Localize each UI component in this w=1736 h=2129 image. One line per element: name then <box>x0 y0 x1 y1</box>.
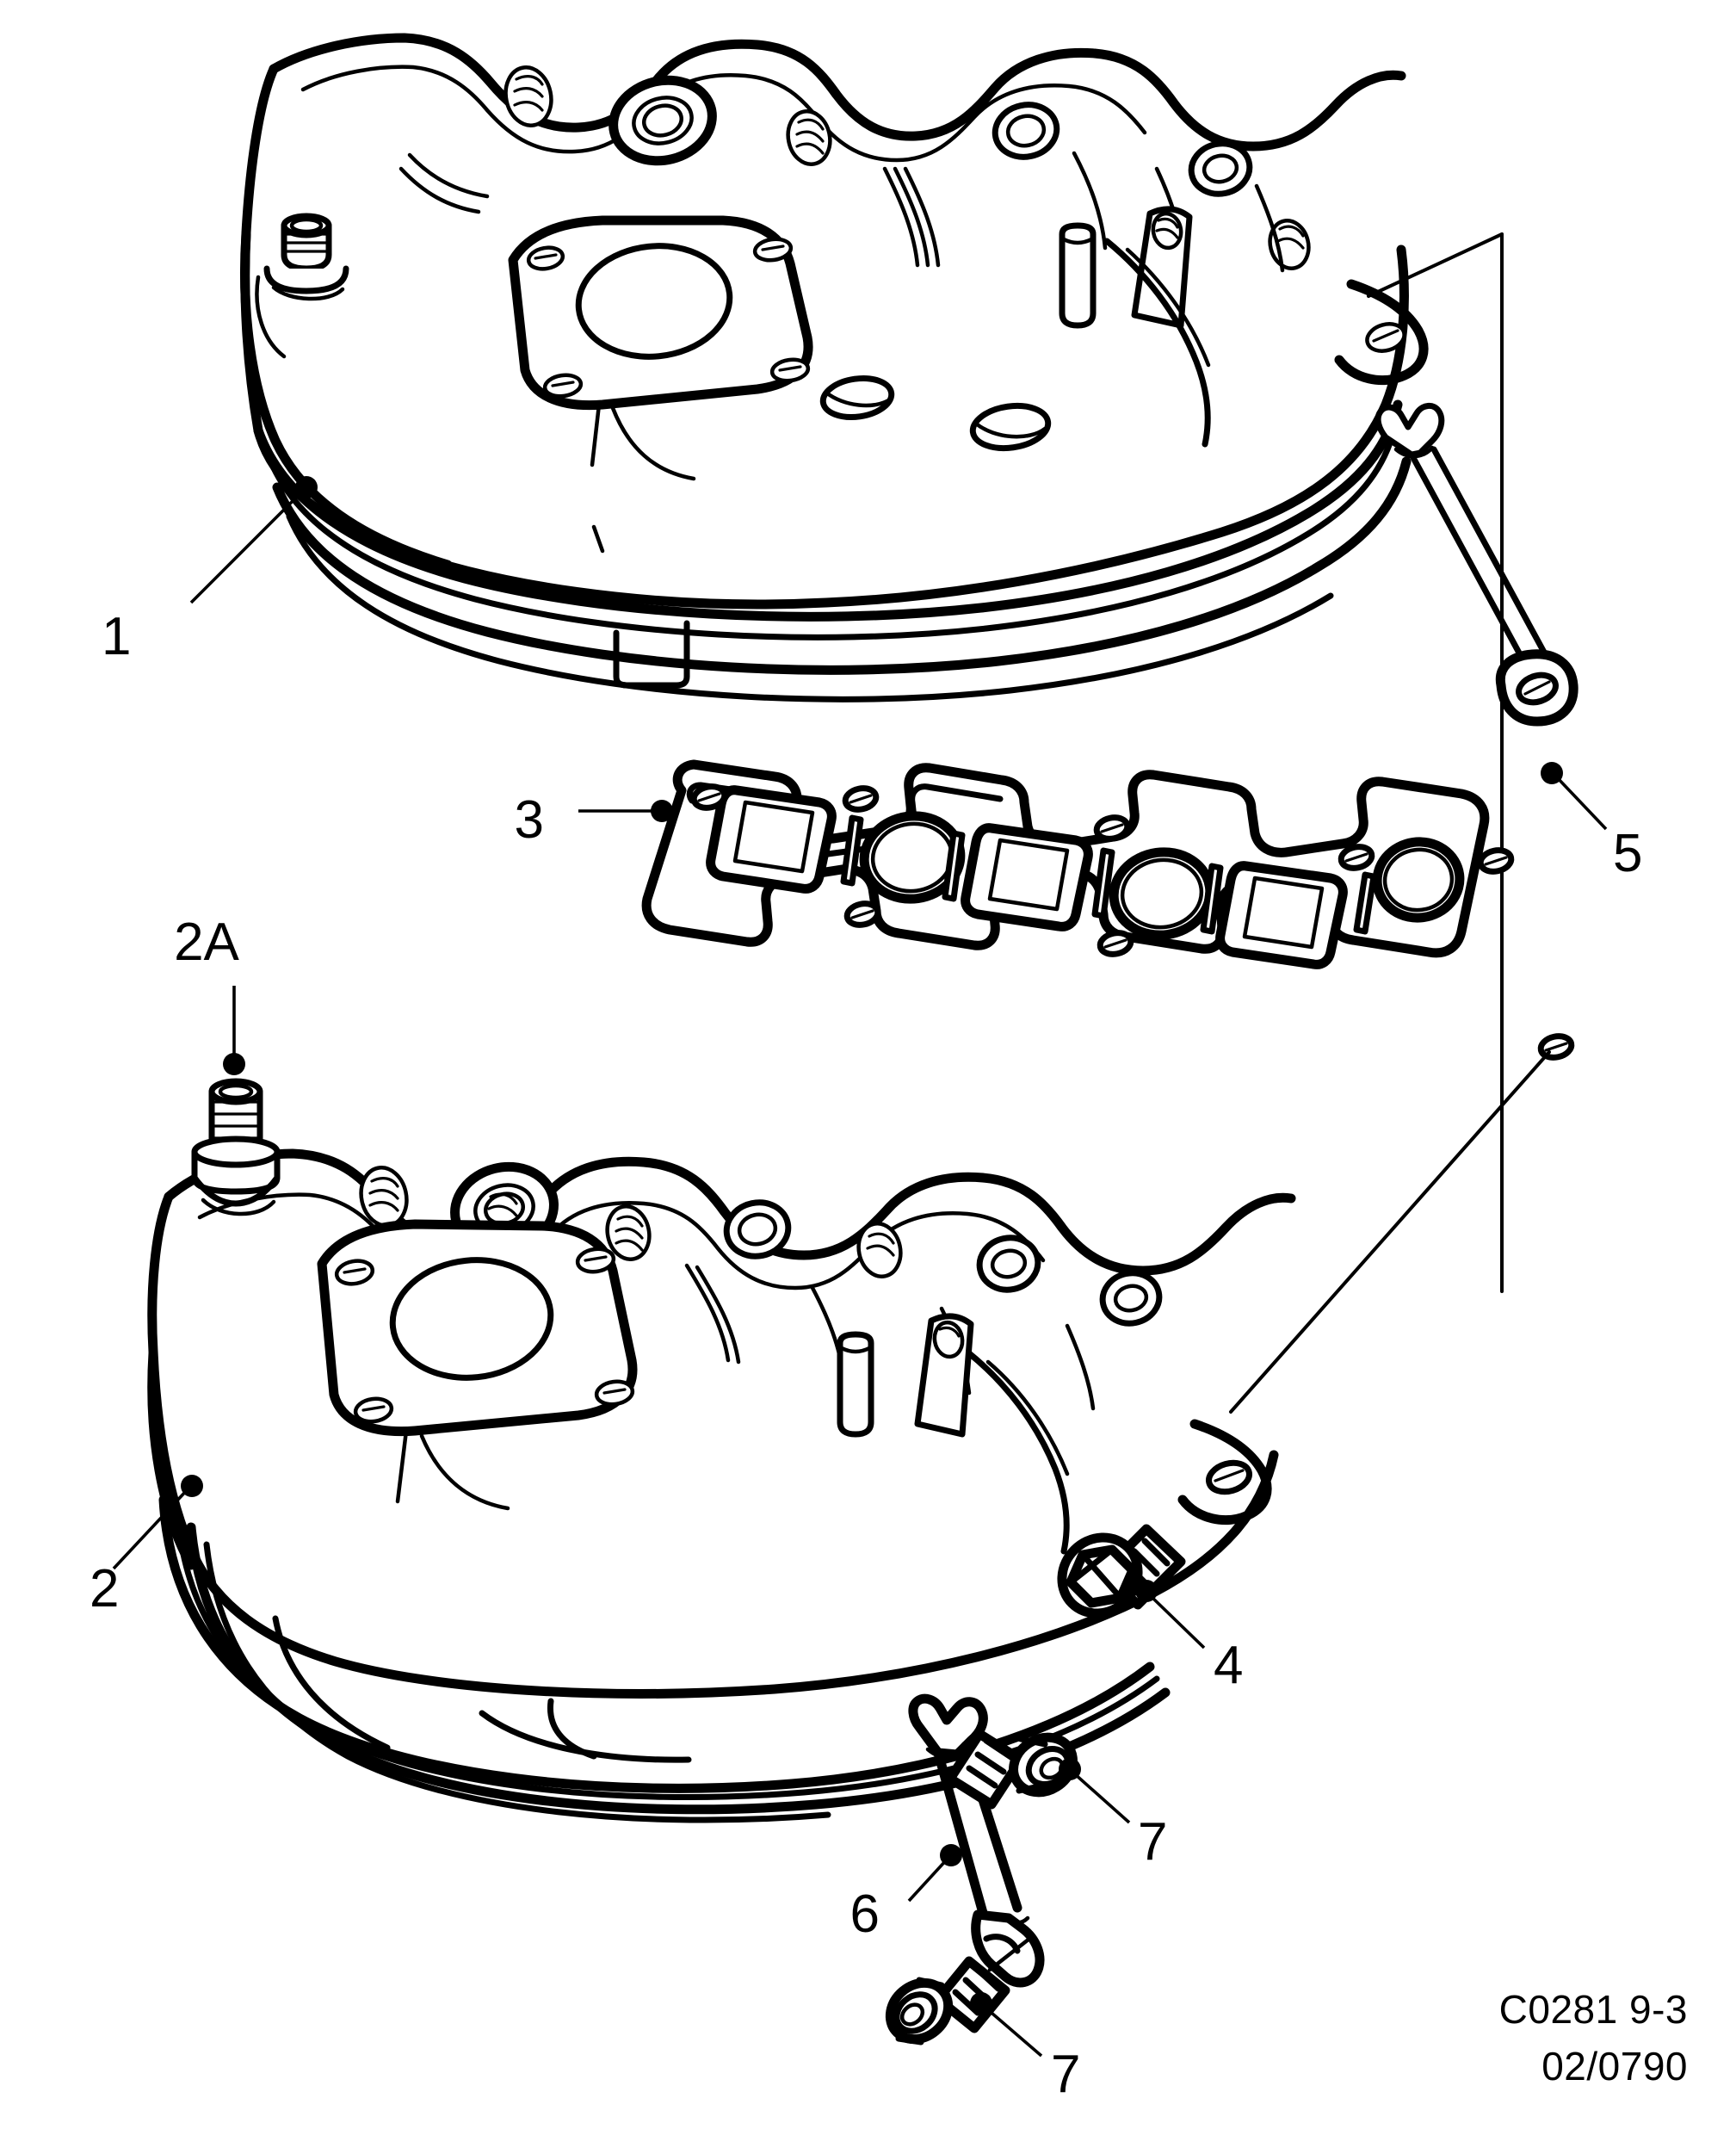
callout-group: 1 2A 2 3 4 5 6 <box>90 476 1642 2104</box>
flange-bolt-4 <box>1057 1524 1186 1618</box>
callout-2a-label: 2A <box>174 913 239 972</box>
callout-7-upper-leader <box>1072 1772 1131 1824</box>
callout-4[interactable]: 4 <box>1135 1580 1243 1695</box>
callout-3[interactable]: 3 <box>515 790 673 850</box>
callout-7-upper-label: 7 <box>1138 1812 1167 1872</box>
callout-2-label: 2 <box>90 1559 119 1618</box>
assembly-guide-line <box>1229 1050 1551 1414</box>
callout-1-label: 1 <box>102 607 131 666</box>
callout-7-lower-label: 7 <box>1051 2045 1080 2104</box>
upper-intake-manifold <box>240 33 1429 702</box>
callout-2a[interactable]: 2A <box>174 913 245 1075</box>
lower-throttle-flange <box>317 1219 638 1511</box>
callout-5-dot <box>1541 762 1563 784</box>
callout-4-label: 4 <box>1214 1636 1243 1695</box>
assembly-reference-line <box>1367 232 1504 1293</box>
callout-5-leader <box>1554 775 1608 831</box>
callout-7-upper-dot <box>1059 1758 1081 1780</box>
footer-reference-code: C0281 9-3 <box>1498 1986 1688 2032</box>
throttle-body-flange <box>508 215 813 481</box>
callout-1-dot <box>295 476 318 498</box>
callout-7-lower-dot <box>970 1992 992 2015</box>
callout-7-lower-leader <box>984 2006 1043 2058</box>
dipstick-tube <box>1375 403 1578 727</box>
lower-intake-manifold <box>147 1078 1296 1823</box>
callout-3-dot <box>651 800 673 822</box>
callout-2[interactable]: 2 <box>90 1475 203 1618</box>
manifold-gasket <box>641 759 1575 1061</box>
callout-1[interactable]: 1 <box>102 476 318 666</box>
callout-7-upper[interactable]: 7 <box>1059 1758 1167 1872</box>
callout-6-label: 6 <box>850 1885 880 1944</box>
callout-2-dot <box>181 1475 203 1497</box>
upper-manifold-plug <box>255 213 349 359</box>
callout-7-lower[interactable]: 7 <box>970 1992 1080 2104</box>
callout-3-label: 3 <box>515 790 544 850</box>
bracket-bolt-7-lower <box>885 1956 1010 2045</box>
callout-4-dot <box>1135 1580 1158 1602</box>
callout-6-dot <box>940 1844 962 1866</box>
callout-2-leader <box>112 1488 189 1570</box>
callout-6-leader <box>907 1858 948 1903</box>
callout-4-leader <box>1148 1594 1206 1649</box>
callout-6[interactable]: 6 <box>850 1844 962 1944</box>
support-bracket-6 <box>908 1693 1045 1988</box>
lower-manifold-plug <box>191 1078 281 1216</box>
callout-2a-dot <box>223 1053 245 1075</box>
callout-5[interactable]: 5 <box>1541 762 1642 883</box>
footer-date-code: 02/0790 <box>1541 2043 1688 2089</box>
callout-1-leader <box>189 489 305 604</box>
bracket-bolt-7-upper <box>945 1729 1078 1810</box>
callout-5-label: 5 <box>1613 824 1642 883</box>
